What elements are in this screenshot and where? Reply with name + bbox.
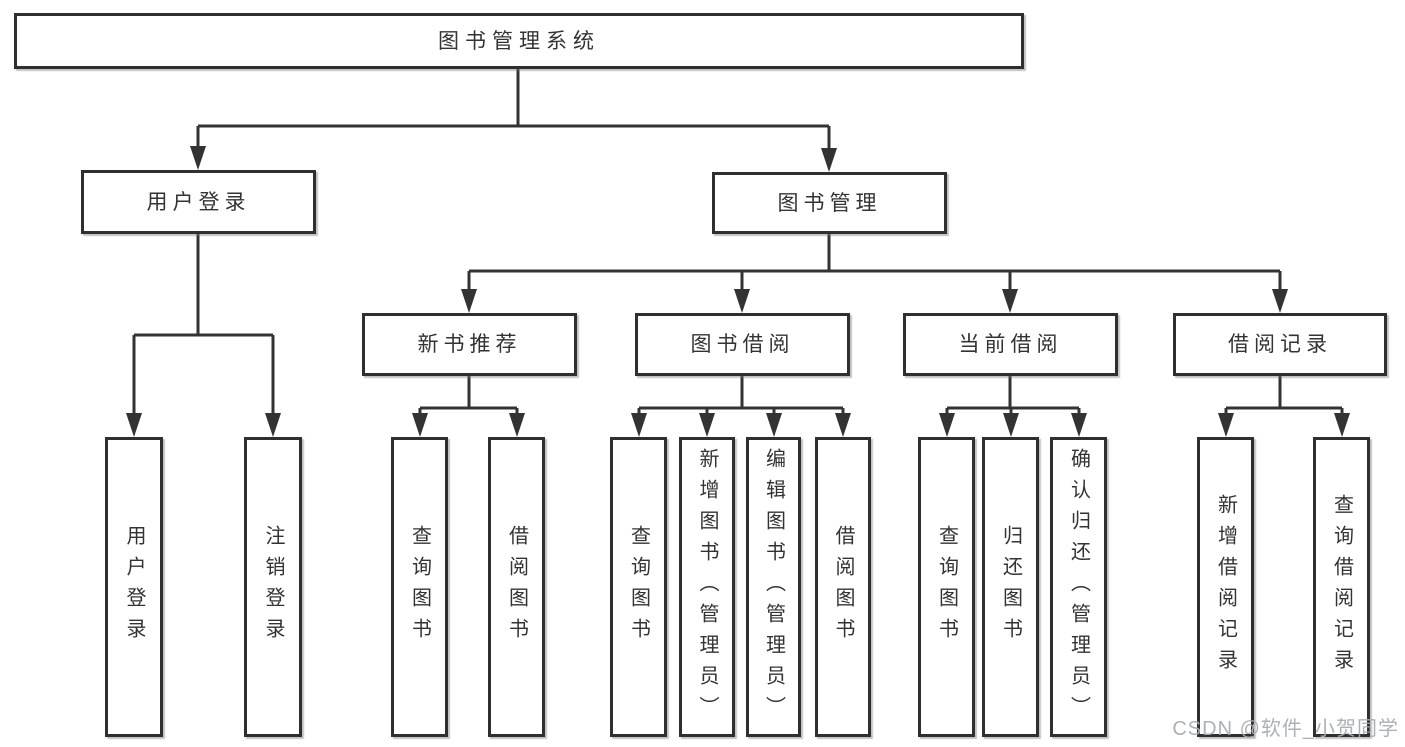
node-label: 编辑图书（管理员） bbox=[762, 447, 785, 727]
node-new-book-recommend: 新书推荐 bbox=[362, 313, 577, 376]
leaf-add-borrow-record: 新增借阅记录 bbox=[1197, 437, 1254, 737]
node-label: 新增图书（管理员） bbox=[696, 447, 718, 727]
leaf-query-books-current: 查询图书 bbox=[918, 437, 975, 737]
leaf-borrow-books-2: 借阅图书 bbox=[815, 437, 871, 737]
node-label: 图书管理 bbox=[777, 191, 882, 215]
leaf-logout: 注销登录 bbox=[244, 437, 302, 737]
node-label: 当前借阅 bbox=[958, 333, 1063, 356]
node-label: 查询图书 bbox=[627, 525, 650, 649]
node-label: 注销登录 bbox=[262, 525, 284, 649]
leaf-add-book-admin: 新增图书（管理员） bbox=[679, 437, 735, 737]
node-label: 用户登录 bbox=[123, 525, 145, 649]
node-system-root: 图书管理系统 bbox=[14, 13, 1024, 69]
node-current-borrow: 当前借阅 bbox=[903, 313, 1118, 376]
leaf-edit-book-admin: 编辑图书（管理员） bbox=[746, 437, 801, 737]
arrowheads bbox=[126, 146, 1350, 437]
node-label: 用户登录 bbox=[146, 190, 251, 214]
leaf-borrow-books-recommend: 借阅图书 bbox=[488, 437, 545, 737]
node-user-login: 用户登录 bbox=[81, 170, 316, 234]
node-label: 查询图书 bbox=[935, 525, 958, 649]
leaf-query-books-borrow: 查询图书 bbox=[610, 437, 667, 737]
node-label: 查询图书 bbox=[408, 525, 431, 649]
node-label: 借阅图书 bbox=[505, 525, 528, 649]
leaf-query-books-recommend: 查询图书 bbox=[391, 437, 448, 737]
node-label: 图书借阅 bbox=[690, 333, 795, 356]
node-label: 归还图书 bbox=[999, 525, 1022, 649]
node-book-management: 图书管理 bbox=[712, 172, 947, 234]
node-label: 借阅记录 bbox=[1228, 333, 1332, 356]
csdn-watermark: CSDN @软件_小贺同学 bbox=[1172, 718, 1399, 740]
node-book-borrow: 图书借阅 bbox=[635, 313, 850, 376]
leaf-confirm-return-admin: 确认归还（管理员） bbox=[1050, 437, 1107, 737]
node-borrow-records: 借阅记录 bbox=[1173, 313, 1387, 376]
leaf-user-login: 用户登录 bbox=[105, 437, 163, 737]
node-label: 确认归还（管理员） bbox=[1067, 447, 1090, 727]
leaf-query-borrow-record: 查询借阅记录 bbox=[1313, 437, 1370, 737]
node-label: 图书管理系统 bbox=[438, 29, 600, 53]
node-label: 新书推荐 bbox=[417, 333, 522, 356]
node-label: 借阅图书 bbox=[832, 525, 854, 649]
leaf-return-books: 归还图书 bbox=[982, 437, 1039, 737]
node-label: 查询借阅记录 bbox=[1330, 494, 1353, 680]
node-label: 新增借阅记录 bbox=[1214, 494, 1237, 680]
